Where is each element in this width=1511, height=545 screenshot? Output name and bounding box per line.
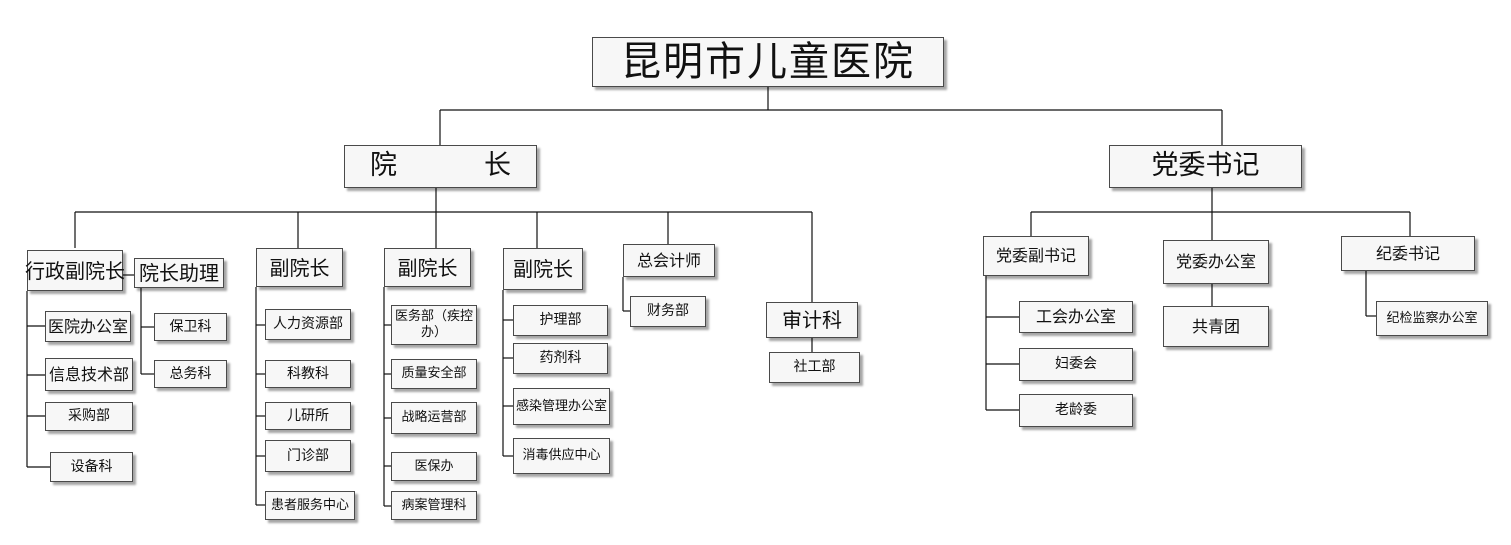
- node-audit: 审计科: [766, 302, 858, 338]
- unit-pharmacy: 药剂科: [513, 343, 608, 374]
- unit-outpatient: 门诊部: [265, 440, 351, 472]
- unit-elderly-committee: 老龄委: [1019, 394, 1133, 427]
- node-vp-2: 副院长: [384, 248, 471, 287]
- node-party-secretary: 党委书记: [1109, 145, 1302, 188]
- unit-youth-league: 共青团: [1163, 306, 1269, 347]
- unit-patient-service-center: 患者服务中心: [265, 491, 355, 520]
- node-discipline-secretary: 纪委书记: [1341, 236, 1475, 271]
- unit-security: 保卫科: [154, 313, 227, 341]
- unit-pediatric-research: 儿研所: [265, 402, 351, 430]
- root-hospital: 昆明市儿童医院: [592, 37, 944, 87]
- unit-womens-committee: 妇委会: [1019, 348, 1133, 381]
- node-chief-accountant: 总会计师: [623, 244, 715, 277]
- node-exec-vp: 行政副院长: [25, 250, 125, 291]
- node-vp-3: 副院长: [503, 248, 583, 290]
- unit-sterile-supply: 消毒供应中心: [513, 438, 610, 474]
- unit-finance: 财务部: [630, 296, 706, 327]
- unit-strategic-operations: 战略运营部: [391, 402, 477, 434]
- unit-equipment: 设备科: [50, 452, 133, 482]
- node-deputy-party-secretary: 党委副书记: [983, 236, 1089, 276]
- unit-science-education: 科教科: [265, 360, 351, 388]
- unit-it-department: 信息技术部: [45, 358, 133, 391]
- node-party-office: 党委办公室: [1163, 240, 1269, 284]
- node-president: 院 长: [344, 145, 537, 188]
- unit-infection-control: 感染管理办公室: [513, 388, 610, 425]
- unit-medical-records: 病案管理科: [391, 491, 477, 520]
- unit-medical-affairs: 医务部（疾控办）: [391, 305, 477, 345]
- node-president-assistant: 院长助理: [134, 258, 224, 288]
- unit-discipline-inspection: 纪检监察办公室: [1376, 301, 1488, 336]
- unit-hospital-office: 医院办公室: [45, 311, 131, 342]
- unit-hr: 人力资源部: [265, 309, 351, 340]
- unit-medical-insurance: 医保办: [391, 452, 477, 481]
- unit-social-work: 社工部: [769, 352, 860, 383]
- unit-nursing: 护理部: [513, 305, 608, 336]
- node-vp-1: 副院长: [256, 248, 343, 287]
- unit-union-office: 工会办公室: [1019, 301, 1133, 333]
- unit-procurement: 采购部: [45, 402, 133, 431]
- unit-quality-safety: 质量安全部: [391, 359, 477, 389]
- unit-general-affairs: 总务科: [154, 360, 227, 388]
